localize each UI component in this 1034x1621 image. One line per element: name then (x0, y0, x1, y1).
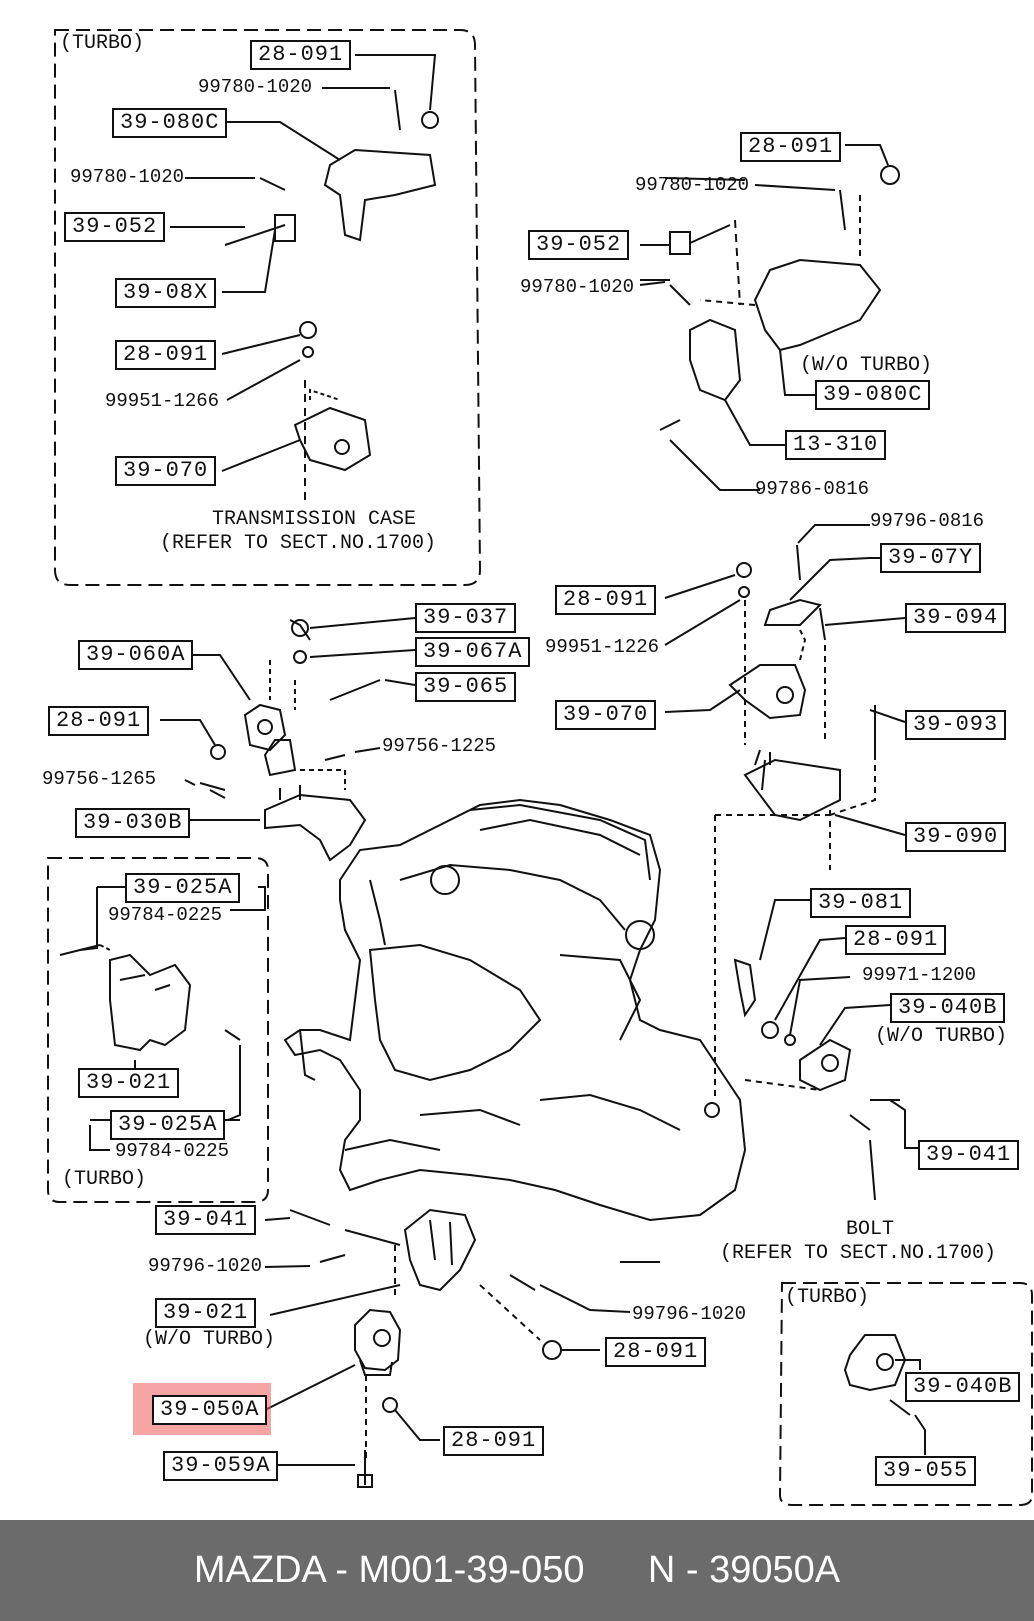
bracket-39080c-shape (323, 148, 437, 242)
part-label-28-091[interactable]: 28-091 (740, 132, 842, 162)
bolt-number[interactable]: 99784-0225 (108, 904, 223, 926)
part-label-28-091[interactable]: 28-091 (250, 40, 352, 70)
engine-block-outline (283, 798, 747, 1222)
footer-part-numbers: MAZDA - M001-39-050 N - 39050A (193, 1549, 841, 1591)
turbo-top-group-box (54, 29, 482, 586)
bolt-shape-1 (394, 89, 401, 131)
wo-turbo-note-2: (W/O TURBO) (875, 1025, 1008, 1048)
part-label-39-059a[interactable]: 39-059A (163, 1451, 279, 1481)
part-label-39-021[interactable]: 39-021 (78, 1068, 180, 1098)
part-label-39-081[interactable]: 39-081 (810, 888, 912, 918)
bracket-39021-left-shape (109, 953, 192, 1052)
bolt-number[interactable]: 99796-0816 (870, 510, 985, 532)
part-label-39-021[interactable]: 39-021 (155, 1298, 257, 1328)
parts-diagram: (TURBO) (TURBO) (TURBO) TRANSMISSION CAS… (42, 29, 1033, 1506)
part-label-39-025a[interactable]: 39-025A (110, 1110, 226, 1140)
part-label-39-041[interactable]: 39-041 (155, 1205, 257, 1235)
part-label-39-050a[interactable]: 39-050A (152, 1395, 268, 1425)
mount-39070-right-shape (728, 664, 807, 720)
bolt-shape-2 (259, 177, 286, 191)
part-label-39-093[interactable]: 39-093 (905, 710, 1007, 740)
part-label-39-025a[interactable]: 39-025A (125, 873, 241, 903)
part-label-39-070[interactable]: 39-070 (115, 456, 217, 486)
turbo-top-title: (TURBO) (60, 32, 145, 55)
part-label-28-091[interactable]: 28-091 (605, 1337, 707, 1367)
part-label-28-091[interactable]: 28-091 (845, 925, 947, 955)
bolt-number[interactable]: 99784-0225 (115, 1140, 230, 1162)
diagram-drawing (47, 29, 1033, 1506)
bracket-39060a-shape (243, 703, 287, 752)
bracket-39080c-right-shape (753, 258, 882, 352)
part-label-39-067a[interactable]: 39-067A (415, 637, 531, 667)
bolt-number[interactable]: 99756-1225 (382, 735, 497, 757)
part-label-13-310[interactable]: 13-310 (785, 430, 887, 460)
mount-39050a-shape (354, 1308, 402, 1372)
part-label-39-037[interactable]: 39-037 (415, 603, 517, 633)
part-label-39-070[interactable]: 39-070 (555, 700, 657, 730)
bolt-number[interactable]: 99951-1226 (545, 636, 660, 658)
bolt-note-1: BOLT (846, 1218, 895, 1241)
part-label-39-090[interactable]: 39-090 (905, 822, 1007, 852)
part-label-39-08x[interactable]: 39-08X (115, 278, 217, 308)
part-label-39-055[interactable]: 39-055 (875, 1456, 977, 1486)
bolt-number[interactable]: 99780-1020 (70, 166, 185, 188)
bolt-number[interactable]: 99971-1200 (862, 964, 977, 986)
bolt-note-2: (REFER TO SECT.NO.1700) (720, 1242, 997, 1265)
bolt-number[interactable]: 99780-1020 (635, 174, 750, 196)
mount-39040b-turbo-shape (843, 1334, 907, 1392)
bolt-number[interactable]: 99756-1265 (42, 768, 157, 790)
bolt-number[interactable]: 99951-1266 (105, 390, 220, 412)
part-label-39-060a[interactable]: 39-060A (78, 640, 194, 670)
wo-turbo-note-3: (W/O TURBO) (143, 1328, 276, 1351)
bracket-39021-bottom-shape (403, 1208, 477, 1292)
part-label-39-030b[interactable]: 39-030B (75, 808, 191, 838)
bracket-39030b-shape (264, 793, 367, 862)
part-label-39-052[interactable]: 39-052 (528, 230, 630, 260)
wo-turbo-note-1: (W/O TURBO) (800, 354, 933, 377)
turbo-left-title: (TURBO) (62, 1168, 147, 1191)
part-label-39-080c[interactable]: 39-080C (815, 380, 931, 410)
part-label-39-041[interactable]: 39-041 (918, 1140, 1020, 1170)
turbo-right-group-box (778, 1282, 1033, 1506)
part-label-39-040b[interactable]: 39-040B (890, 993, 1006, 1023)
part-label-28-091[interactable]: 28-091 (48, 706, 150, 736)
mount-39040b-shape (799, 1038, 852, 1092)
trans-case-note-2: (REFER TO SECT.NO.1700) (160, 532, 437, 555)
part-label-28-091[interactable]: 28-091 (443, 1426, 545, 1456)
bolt-number[interactable]: 99796-1020 (632, 1303, 747, 1325)
part-label-39-07y[interactable]: 39-07Y (880, 543, 982, 573)
bolt-number[interactable]: 99796-1020 (148, 1255, 263, 1277)
bolt-number[interactable]: 99780-1020 (198, 76, 313, 98)
part-label-28-091[interactable]: 28-091 (555, 585, 657, 615)
turbo-right-title: (TURBO) (785, 1286, 870, 1309)
bolt-number[interactable]: 99780-1020 (520, 276, 635, 298)
part-label-39-052[interactable]: 39-052 (64, 212, 166, 242)
turbo-left-group-box (47, 857, 269, 1203)
footer-bar: MAZDA - M001-39-050 N - 39050A (0, 1520, 1034, 1621)
trans-case-note-1: TRANSMISSION CASE (212, 508, 417, 531)
bolt-number[interactable]: 99786-0816 (755, 478, 870, 500)
part-label-28-091[interactable]: 28-091 (115, 340, 217, 370)
part-label-39-094[interactable]: 39-094 (905, 603, 1007, 633)
mount-39070-top-shape (293, 406, 372, 472)
part-label-39-065[interactable]: 39-065 (415, 672, 517, 702)
part-label-39-080c[interactable]: 39-080C (112, 108, 228, 138)
part-label-39-040b[interactable]: 39-040B (905, 1372, 1021, 1402)
